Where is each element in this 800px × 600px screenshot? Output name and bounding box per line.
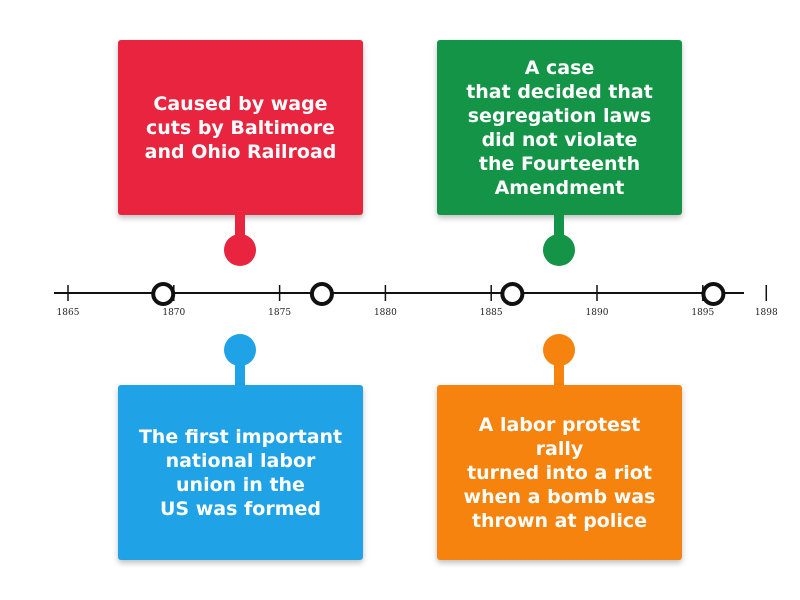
timeline-event-marker [500, 282, 525, 306]
timeline-event-marker [701, 282, 726, 306]
event-card-orange-connector [554, 363, 564, 385]
event-card-blue: The first important national labor union… [118, 385, 363, 560]
event-card-orange: A labor protest rally turned into a riot… [437, 385, 682, 560]
event-card-green: A case that decided that segregation law… [437, 40, 682, 215]
timeline-tick-label: 1870 [162, 308, 185, 318]
event-card-blue-connector [235, 363, 245, 385]
event-card-green-pin [543, 234, 575, 266]
event-card-blue-pin [224, 334, 256, 366]
timeline-tick-label: 1890 [586, 308, 609, 318]
event-card-red-pin [224, 234, 256, 266]
event-card-orange-pin [543, 334, 575, 366]
event-card-red-connector [235, 214, 245, 236]
timeline-tick-label: 1880 [374, 308, 397, 318]
timeline-tick-label: 1895 [691, 308, 714, 318]
timeline-tick-label: 1898 [755, 308, 778, 318]
timeline-tick-label: 1885 [480, 308, 503, 318]
event-card-red: Caused by wage cuts by Baltimore and Ohi… [118, 40, 363, 215]
event-card-red-text: Caused by wage cuts by Baltimore and Ohi… [144, 92, 337, 163]
event-card-green-connector [554, 214, 564, 236]
event-card-blue-text: The first important national labor union… [138, 425, 343, 520]
timeline-tick-label: 1865 [57, 308, 80, 318]
timeline-tick-label: 1875 [268, 308, 291, 318]
timeline-event-marker [151, 282, 176, 306]
event-card-orange-text: A labor protest rally turned into a riot… [463, 413, 656, 532]
timeline-event-marker [309, 282, 334, 306]
event-card-green-text: A case that decided that segregation law… [466, 56, 653, 199]
